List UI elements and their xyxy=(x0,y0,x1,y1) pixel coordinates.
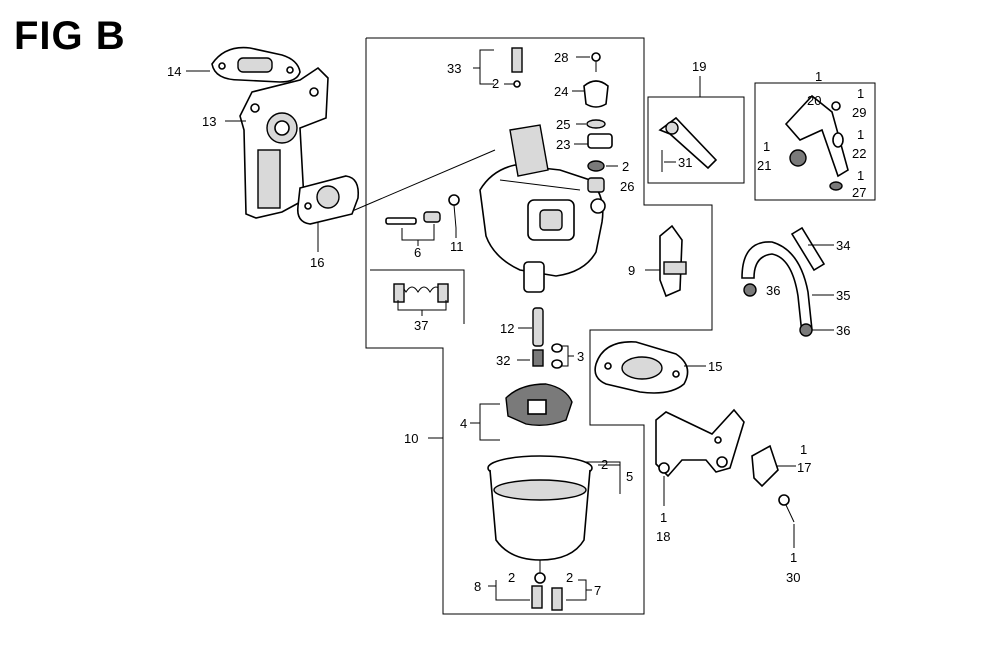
callout-6: 6 xyxy=(414,245,421,260)
callout-2-drain-left: 2 xyxy=(508,570,515,585)
callout-21: 21 xyxy=(757,158,771,173)
callout-24: 24 xyxy=(554,84,568,99)
callout-30: 30 xyxy=(786,570,800,585)
callout-27: 27 xyxy=(852,185,866,200)
callout-11: 11 xyxy=(450,239,464,254)
callout-18: 18 xyxy=(656,529,670,544)
lever-31 xyxy=(658,116,718,172)
callout-19: 19 xyxy=(692,59,706,74)
callout-29: 29 xyxy=(852,105,866,120)
callout-35: 35 xyxy=(836,288,850,303)
spring-37 xyxy=(393,283,449,303)
carburetor-body xyxy=(479,124,606,293)
figure-title: FIG B xyxy=(14,14,126,58)
callout-4: 4 xyxy=(460,416,467,431)
callout-20: 20 xyxy=(807,93,821,108)
bowl-5 xyxy=(487,455,593,578)
callout-30-qty: 1 xyxy=(790,550,797,565)
clip-9 xyxy=(659,224,687,298)
oring-2-26 xyxy=(587,160,605,193)
bracket-18 xyxy=(655,408,745,478)
spring-25 xyxy=(586,119,606,129)
callout-33-qty: 2 xyxy=(492,76,499,91)
callout-25: 25 xyxy=(556,117,570,132)
drain-screws-7-8 xyxy=(531,572,563,611)
callout-10: 10 xyxy=(404,431,418,446)
callout-12: 12 xyxy=(500,321,514,336)
screw-6 xyxy=(385,211,441,225)
callout-22: 22 xyxy=(852,146,866,161)
callout-17-qty: 1 xyxy=(800,442,807,457)
callout-37: 37 xyxy=(414,318,428,333)
callout-2-oring: 2 xyxy=(622,159,629,174)
callout-15: 15 xyxy=(708,359,722,374)
callout-2-drain-right: 2 xyxy=(566,570,573,585)
callout-5: 5 xyxy=(626,469,633,484)
callout-23: 23 xyxy=(556,137,570,152)
callout-22-qty: 1 xyxy=(857,127,864,142)
callout-36-lower: 36 xyxy=(836,323,850,338)
gasket-16 xyxy=(296,175,360,225)
gasket-14 xyxy=(211,46,301,83)
callout-27-qty: 1 xyxy=(857,168,864,183)
callout-21-qty: 1 xyxy=(763,139,770,154)
insulator-15 xyxy=(594,341,689,394)
float-4 xyxy=(505,383,573,427)
callout-31: 31 xyxy=(678,155,692,170)
tube-34 xyxy=(790,226,826,272)
callout-7: 7 xyxy=(594,583,601,598)
screw-11 xyxy=(448,194,460,229)
callout-2-bowl: 2 xyxy=(601,457,608,472)
screw-33 xyxy=(511,47,523,88)
callout-labels: 14 13 16 33 2 28 24 25 23 2 26 6 11 37 1… xyxy=(167,50,866,598)
choke-assembly-20-29 xyxy=(784,94,849,191)
callout-26: 26 xyxy=(620,179,634,194)
valve-23 xyxy=(587,133,613,149)
cap-24 xyxy=(583,80,609,108)
jet-32-3 xyxy=(532,343,563,369)
assembly-boundaries xyxy=(335,37,876,615)
callout-3: 3 xyxy=(577,349,584,364)
callout-14: 14 xyxy=(167,64,181,79)
callout-9: 9 xyxy=(628,263,635,278)
clip-17 xyxy=(751,444,779,488)
jet-12 xyxy=(532,307,544,347)
callout-18-qty: 1 xyxy=(660,510,667,525)
callout-17: 17 xyxy=(797,460,811,475)
callout-8: 8 xyxy=(474,579,481,594)
callout-20-qty: 1 xyxy=(815,69,822,84)
callout-36-upper: 36 xyxy=(766,283,780,298)
leader-lines xyxy=(186,49,834,601)
callout-28: 28 xyxy=(554,50,568,65)
bracket-13 xyxy=(239,66,329,219)
callout-34: 34 xyxy=(836,238,850,253)
callout-32: 32 xyxy=(496,353,510,368)
callout-29-qty: 1 xyxy=(857,86,864,101)
callout-16: 16 xyxy=(310,255,324,270)
callout-33: 33 xyxy=(447,61,461,76)
screw-28 xyxy=(591,52,601,72)
callout-13: 13 xyxy=(202,114,216,129)
bolt-30 xyxy=(778,494,795,523)
